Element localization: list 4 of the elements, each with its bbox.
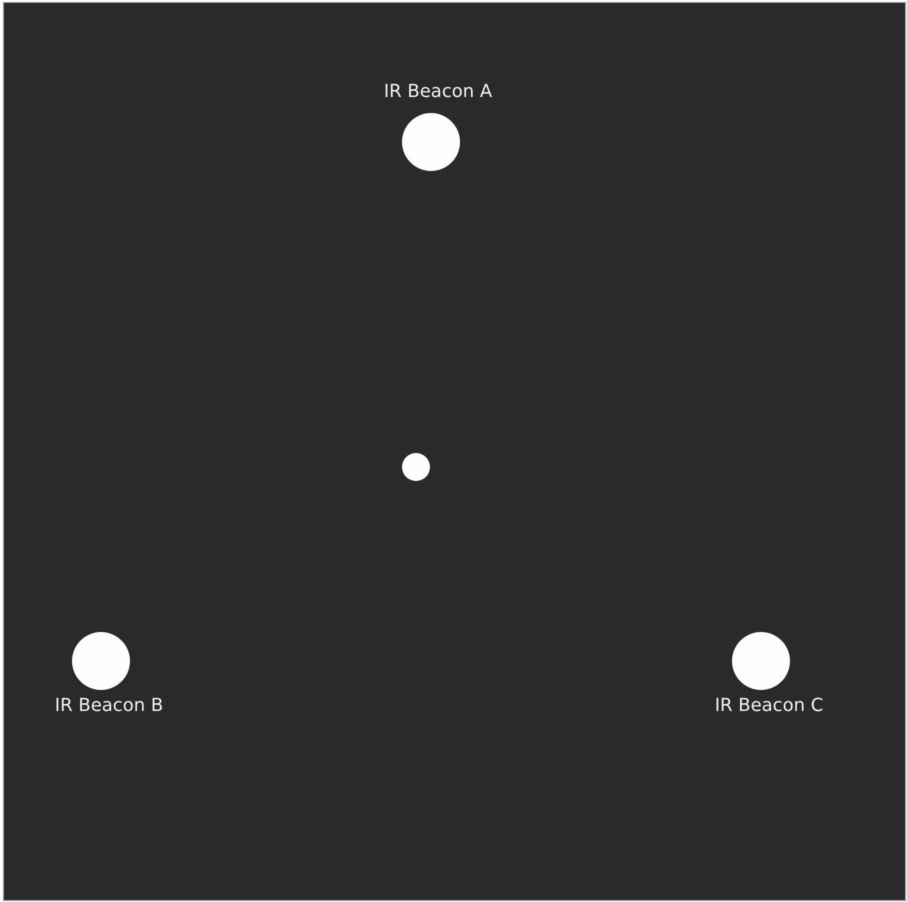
marker-dot [402, 453, 430, 481]
beacon-label: IR Beacon B [54, 695, 164, 716]
beacon-label: IR Beacon A [384, 81, 492, 102]
beacon-label: IR Beacon C [714, 695, 824, 716]
